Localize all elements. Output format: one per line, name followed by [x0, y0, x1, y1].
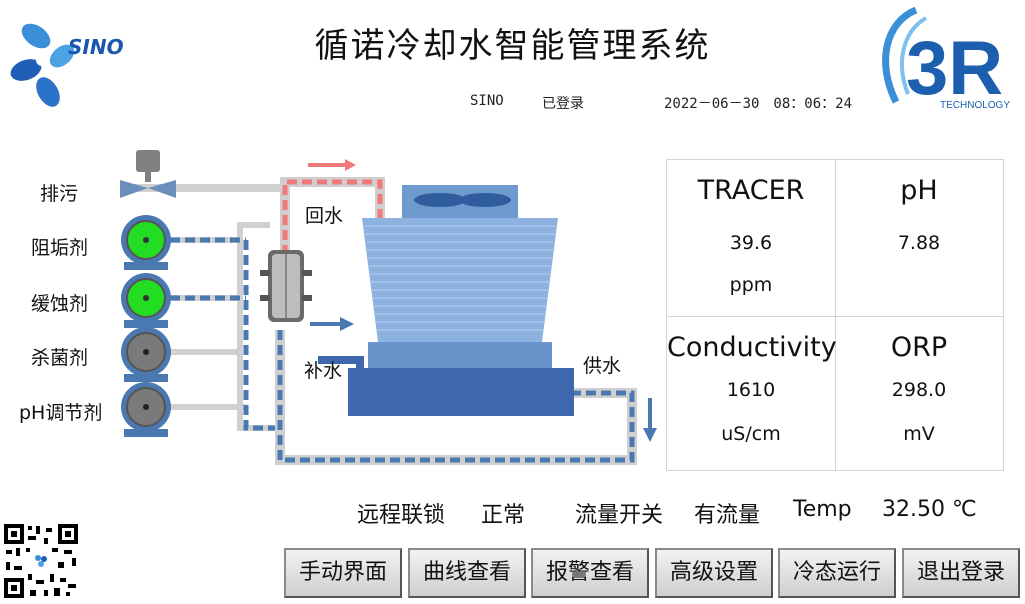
qr-code-icon [2, 522, 80, 600]
dosing-pump-2-icon [121, 273, 171, 328]
return-arrow-icon [345, 159, 356, 171]
3r-mark: 3R [906, 26, 1003, 111]
curve-view-button[interactable]: 曲线查看 [408, 548, 526, 598]
makeup-arrow-icon [340, 317, 354, 331]
orp-unit: mV [903, 423, 935, 445]
orp-value: 298.0 [891, 379, 947, 401]
user-name: SINO [470, 93, 504, 109]
flow-switch-value: 有流量 [694, 503, 761, 528]
tracer-unit: ppm [729, 274, 773, 296]
temp-label: Temp [793, 497, 852, 522]
supply-arrow-icon [643, 428, 657, 442]
cooling-tower-icon [348, 185, 574, 416]
conductivity-title: Conductivity [667, 332, 837, 363]
login-status: 已登录 [542, 96, 584, 112]
dosing-pump-1-icon [121, 215, 171, 270]
flow-switch-label: 流量开关 [575, 503, 664, 528]
datetime: 2022－06－30 08：06：24 [664, 96, 853, 112]
makeup-water-label: 补水 [304, 360, 343, 382]
chemical-label-biocide: 杀菌剂 [31, 347, 89, 369]
chemical-label-ph-adjuster: pH调节剂 [19, 402, 103, 424]
return-water-label: 回水 [305, 205, 344, 227]
manual-interface-button[interactable]: 手动界面 [284, 548, 402, 598]
sino-flower-icon [10, 23, 75, 107]
heat-exchanger-icon [260, 250, 312, 322]
conductivity-value: 1610 [726, 379, 776, 401]
brand-name: SINO [68, 35, 124, 59]
logout-button[interactable]: 退出登录 [902, 548, 1020, 598]
discharge-label: 排污 [40, 183, 79, 205]
discharge-valve-icon [120, 150, 176, 198]
ph-value: 7.88 [897, 232, 941, 254]
temp-unit: ℃ [952, 497, 977, 522]
interlock-label: 远程联锁 [357, 503, 446, 528]
readings-panel: TRACER 39.6 ppm pH 7.88 Conductivity 161… [666, 159, 1004, 471]
page-title: 循诺冷却水智能管理系统 [314, 26, 711, 66]
temp-value: 32.50 [882, 497, 945, 522]
tracer-value: 39.6 [729, 232, 773, 254]
chemical-label-antiscalant: 阻垢剂 [31, 237, 89, 259]
conductivity-unit: uS/cm [721, 423, 781, 445]
3r-swoosh-icon: 3R TECHNOLOGY [882, 6, 1010, 111]
3r-logo: 3R TECHNOLOGY [876, 2, 1024, 114]
cold-run-button[interactable]: 冷态运行 [778, 548, 896, 598]
sino-logo [8, 12, 128, 112]
process-diagram [120, 150, 657, 465]
dosing-pump-4-icon [121, 382, 171, 437]
supply-loop-pipe [277, 330, 635, 463]
dosing-pump-3-icon [121, 327, 171, 382]
tracer-title: TRACER [697, 175, 805, 206]
advanced-settings-button[interactable]: 高级设置 [655, 548, 773, 598]
interlock-value: 正常 [481, 503, 526, 528]
basin [348, 368, 574, 416]
supply-water-label: 供水 [583, 355, 622, 377]
qr-code [2, 522, 80, 600]
orp-title: ORP [890, 332, 948, 363]
alarm-view-button[interactable]: 报警查看 [531, 548, 649, 598]
3r-subtext: TECHNOLOGY [940, 100, 1010, 111]
chemical-label-inhibitor: 缓蚀剂 [31, 293, 89, 315]
ph-title: pH [900, 175, 938, 206]
return-pipe [282, 179, 383, 255]
